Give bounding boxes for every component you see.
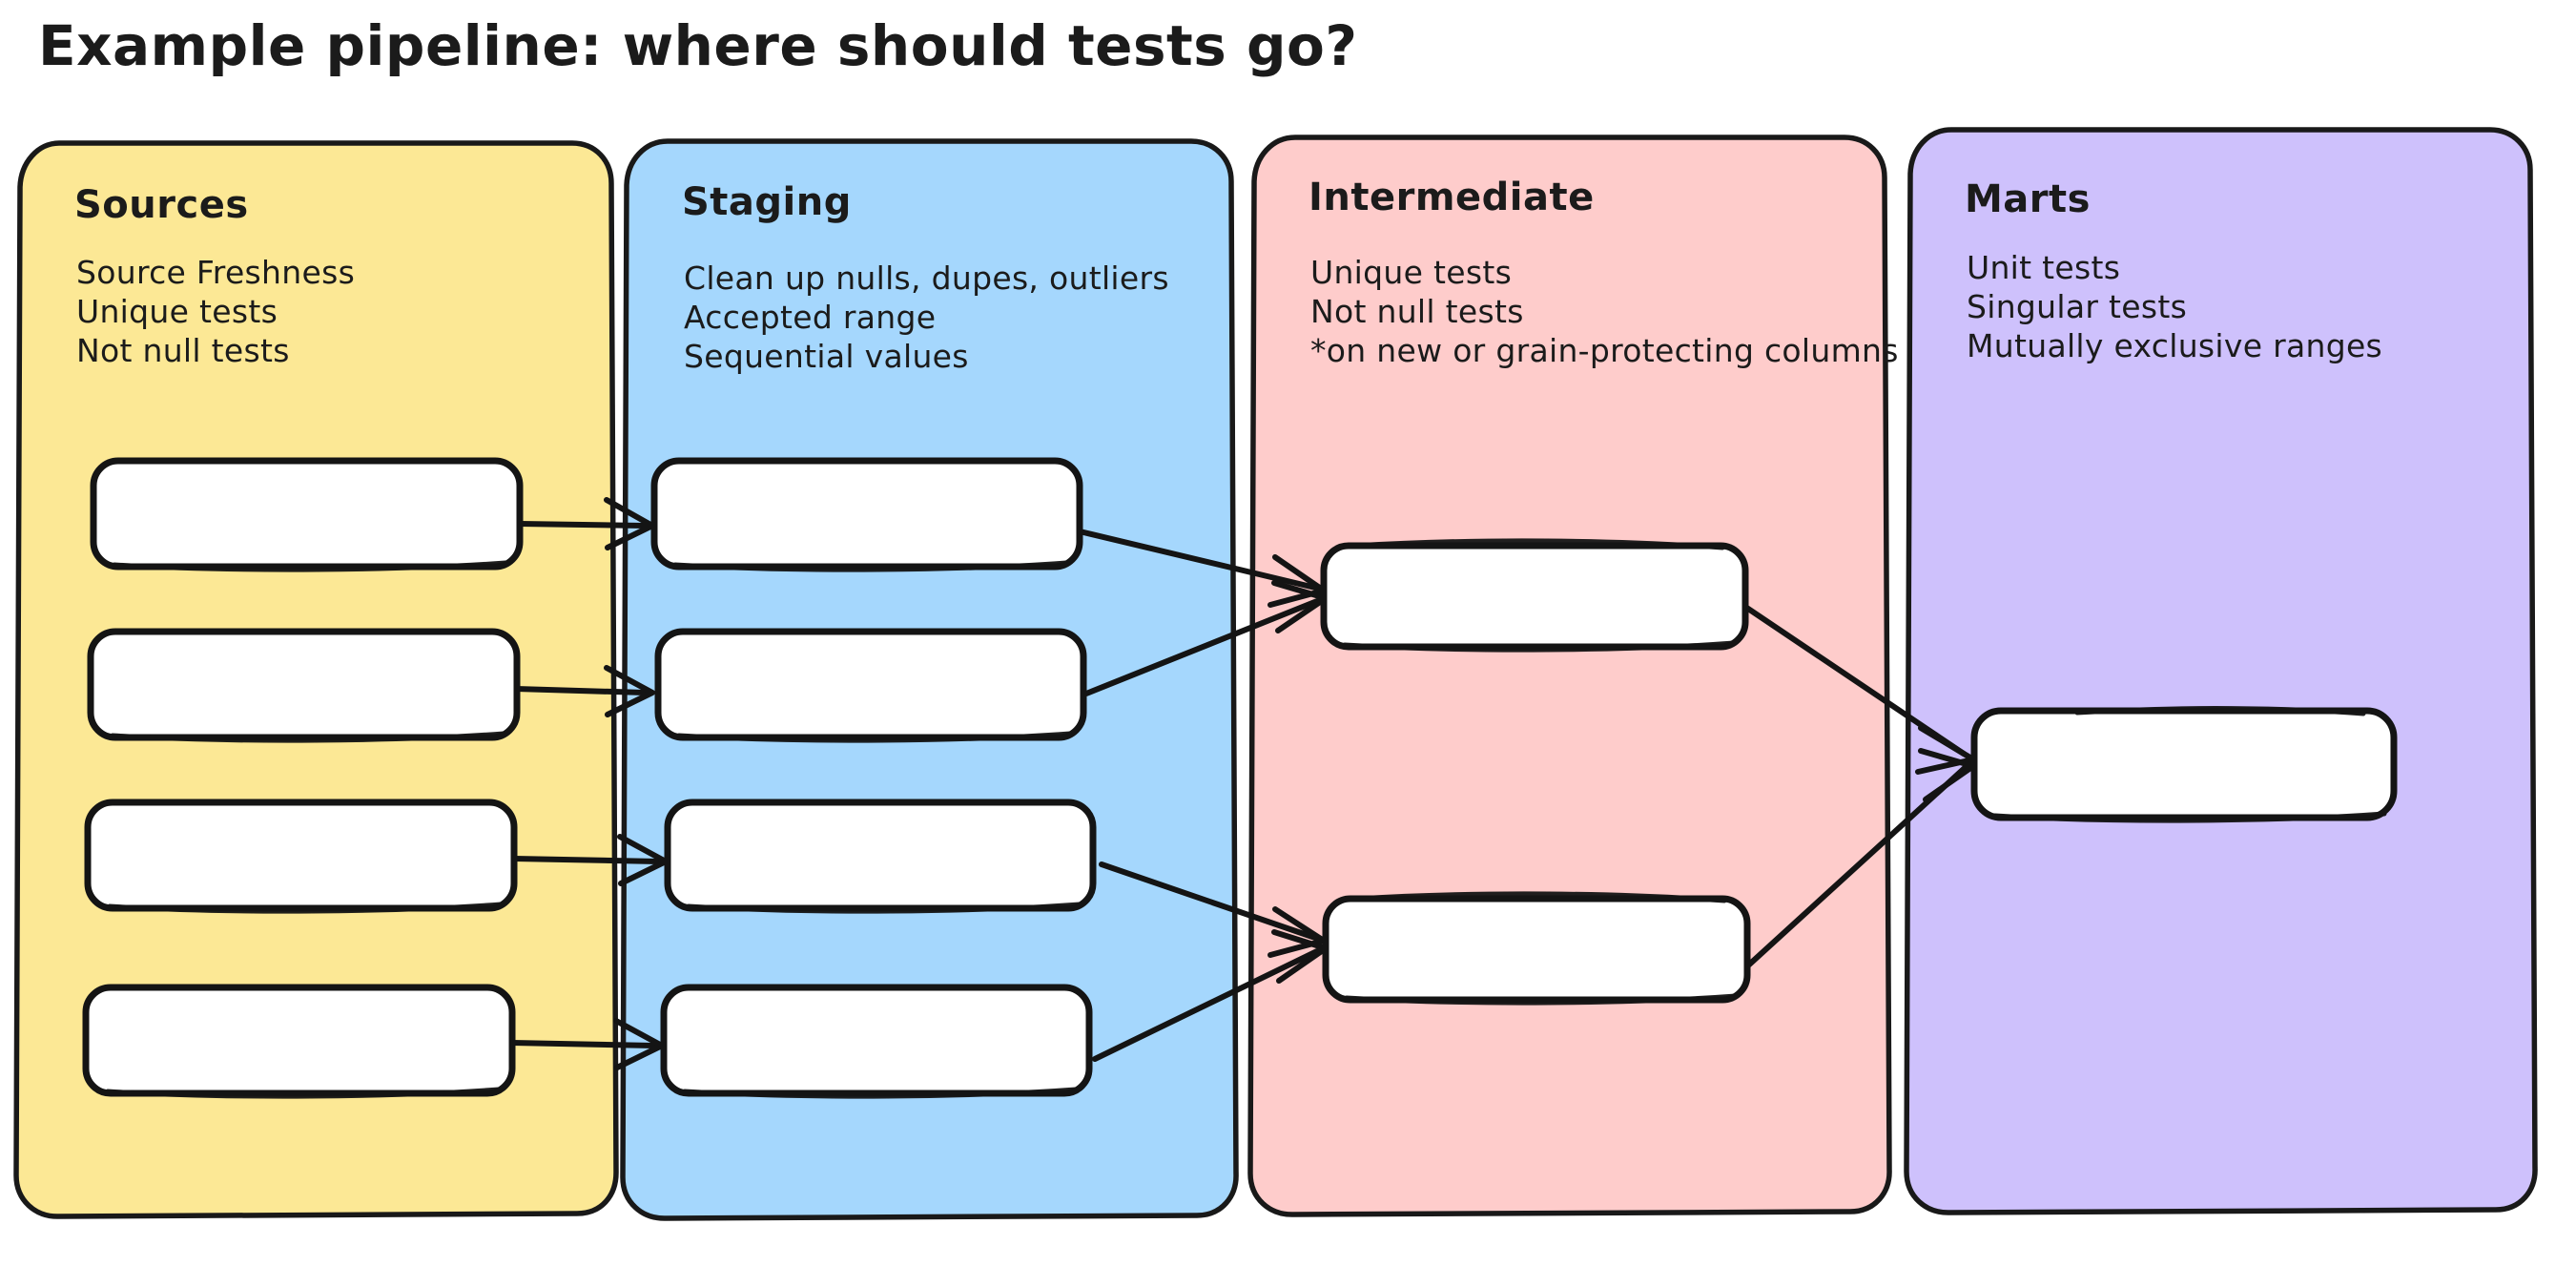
lane-marts-line-3: Mutually exclusive ranges — [1967, 327, 2382, 364]
sources-node-2[interactable] — [87, 628, 521, 743]
page-title: Example pipeline: where should tests go? — [38, 13, 1357, 78]
lane-intermediate-line-2: Not null tests — [1310, 293, 1524, 330]
sources-node-4[interactable] — [82, 984, 516, 1099]
lane-intermediate: Intermediate Unique tests Not null tests… — [1247, 135, 1977, 1217]
sources-node-3[interactable] — [84, 799, 518, 914]
lane-staging-line-2: Accepted range — [684, 299, 936, 336]
staging-node-3[interactable] — [664, 799, 1097, 914]
lane-intermediate-line-3: *on new or grain-protecting columns only — [1310, 332, 1977, 369]
lane-marts-line-1: Unit tests — [1967, 249, 2120, 286]
lane-marts-shape — [1904, 127, 2538, 1215]
lane-marts: Marts Unit tests Singular tests Mutually… — [1904, 127, 2538, 1215]
lane-sources-line-2: Unique tests — [76, 293, 278, 330]
intermediate-node-2[interactable] — [1322, 891, 1751, 1006]
lane-staging-line-3: Sequential values — [684, 338, 969, 375]
intermediate-node-1[interactable] — [1320, 538, 1749, 653]
lane-sources-header: Sources — [74, 183, 249, 227]
lane-sources-line-3: Not null tests — [76, 332, 290, 369]
lane-staging-line-1: Clean up nulls, dupes, outliers — [684, 259, 1169, 297]
edge-sources-2-staging-2 — [513, 665, 655, 717]
sources-node-1[interactable] — [90, 457, 524, 572]
marts-node-1[interactable] — [1970, 706, 2398, 823]
lane-intermediate-header: Intermediate — [1309, 176, 1595, 219]
staging-node-1[interactable] — [650, 457, 1083, 572]
edge-layer — [509, 497, 1976, 1070]
lane-marts-header: Marts — [1965, 177, 2091, 221]
lane-intermediate-line-1: Unique tests — [1310, 254, 1512, 291]
lane-staging-header: Staging — [682, 180, 852, 224]
lane-sources-line-1: Source Freshness — [76, 254, 355, 291]
staging-node-4[interactable] — [660, 984, 1093, 1099]
staging-node-2[interactable] — [654, 628, 1087, 743]
lane-marts-line-2: Singular tests — [1967, 288, 2187, 325]
